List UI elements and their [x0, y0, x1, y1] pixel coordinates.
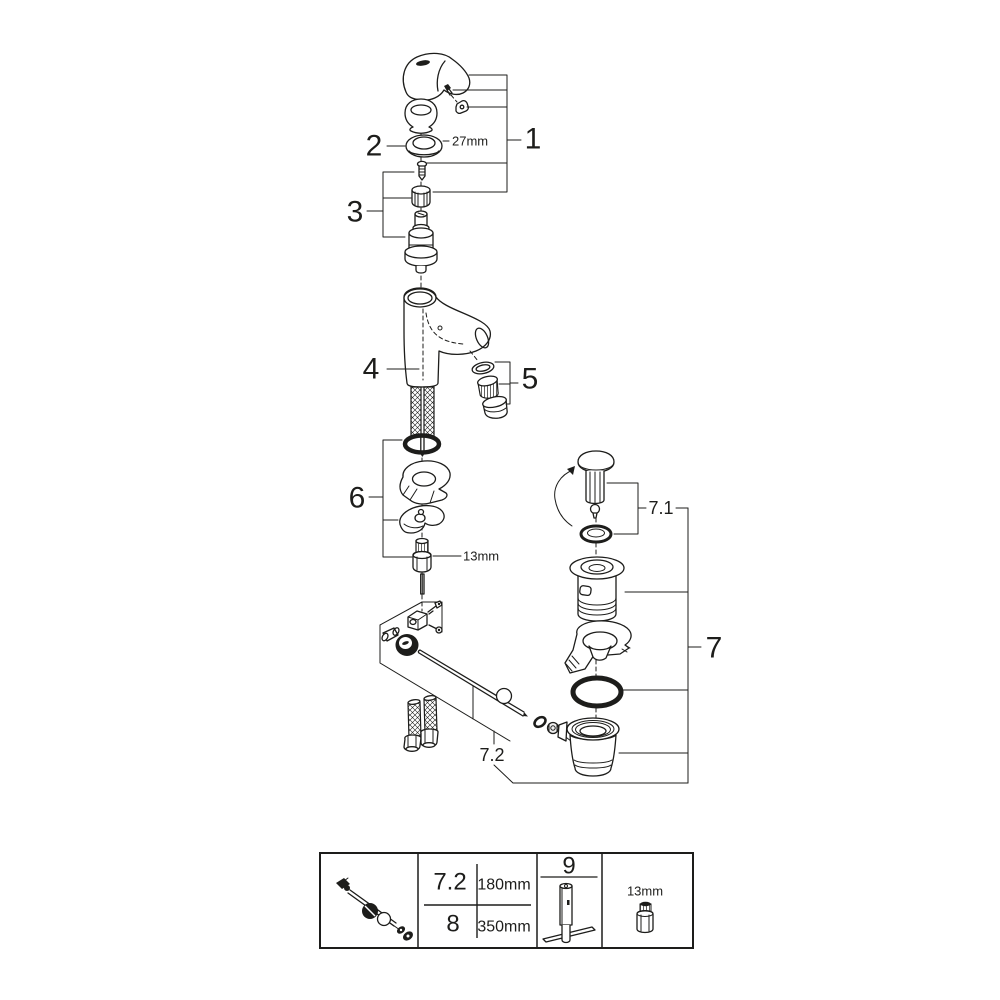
callout-7-1: 7.1 [648, 498, 673, 518]
callout-3: 3 [347, 196, 364, 229]
drain-oring [570, 675, 624, 709]
callout-6: 6 [349, 482, 366, 515]
drain-clamp [564, 620, 632, 674]
dim-13mm: 13mm [463, 549, 499, 564]
table-adapter-cell: 13mm [627, 884, 663, 934]
aerator-assembly [469, 350, 519, 419]
callout-1-bracket [426, 74, 522, 193]
callout-5-bracket [494, 361, 519, 405]
mounting-clamp [399, 460, 451, 505]
callout-3-bracket [366, 171, 415, 238]
table-tool-drawing [542, 882, 596, 944]
popup-linkage [381, 600, 443, 656]
threaded-shank [410, 386, 435, 457]
supply-hoses [403, 695, 439, 752]
drain-washer [579, 524, 613, 544]
cartridge [404, 210, 438, 274]
popup-rod [417, 649, 528, 717]
table-part-9: 9 [562, 853, 575, 880]
table-part-8: 8 [446, 911, 459, 938]
escutcheon-cap [404, 98, 438, 134]
callout-7-1-bracket [606, 482, 689, 535]
callout-1: 1 [525, 123, 542, 156]
aerator-insert [477, 375, 499, 399]
callout-7-2: 7.2 [479, 745, 504, 765]
rod-oring [533, 715, 547, 729]
table-rod-drawing [336, 877, 413, 941]
drain-flange [569, 556, 689, 622]
aerator-cap [482, 395, 508, 419]
adapter-13mm [412, 537, 432, 573]
cartridge-bushing [411, 185, 431, 208]
retaining-ring [405, 134, 443, 158]
dim-27mm: 27mm [452, 134, 488, 149]
callout-7-bracket [687, 507, 702, 784]
table-length-350: 350mm [477, 919, 530, 936]
parts-table: 7.2 180mm 8 350mm 9 13mm [319, 852, 694, 949]
table-length-180: 180mm [477, 877, 530, 894]
mounting-wrench [399, 504, 445, 534]
callout-6-bracket [368, 439, 413, 558]
group-7-2-frame [379, 601, 689, 784]
handle-indicator-slot [416, 60, 430, 66]
handle-screw [444, 84, 470, 115]
table-length-cell: 7.2 180mm 8 350mm [424, 864, 531, 938]
drain-cup [557, 717, 689, 777]
callout-4: 4 [363, 353, 380, 386]
callout-5: 5 [522, 363, 539, 396]
table-tool-cell: 9 [540, 853, 598, 944]
rod-pin [420, 573, 425, 595]
drain-stopper [577, 450, 615, 519]
table-adapter-drawing [636, 901, 654, 934]
aerator-washer [471, 361, 495, 375]
faucet-body [403, 287, 492, 388]
callout-7: 7 [706, 632, 723, 665]
callout-2: 2 [366, 130, 383, 163]
handle-lever [402, 52, 471, 101]
base-oring [402, 433, 442, 455]
table-part-72: 7.2 [433, 869, 466, 896]
rotation-arrow [554, 466, 575, 527]
table-size-13mm: 13mm [627, 884, 663, 899]
cartridge-screw [416, 160, 428, 181]
